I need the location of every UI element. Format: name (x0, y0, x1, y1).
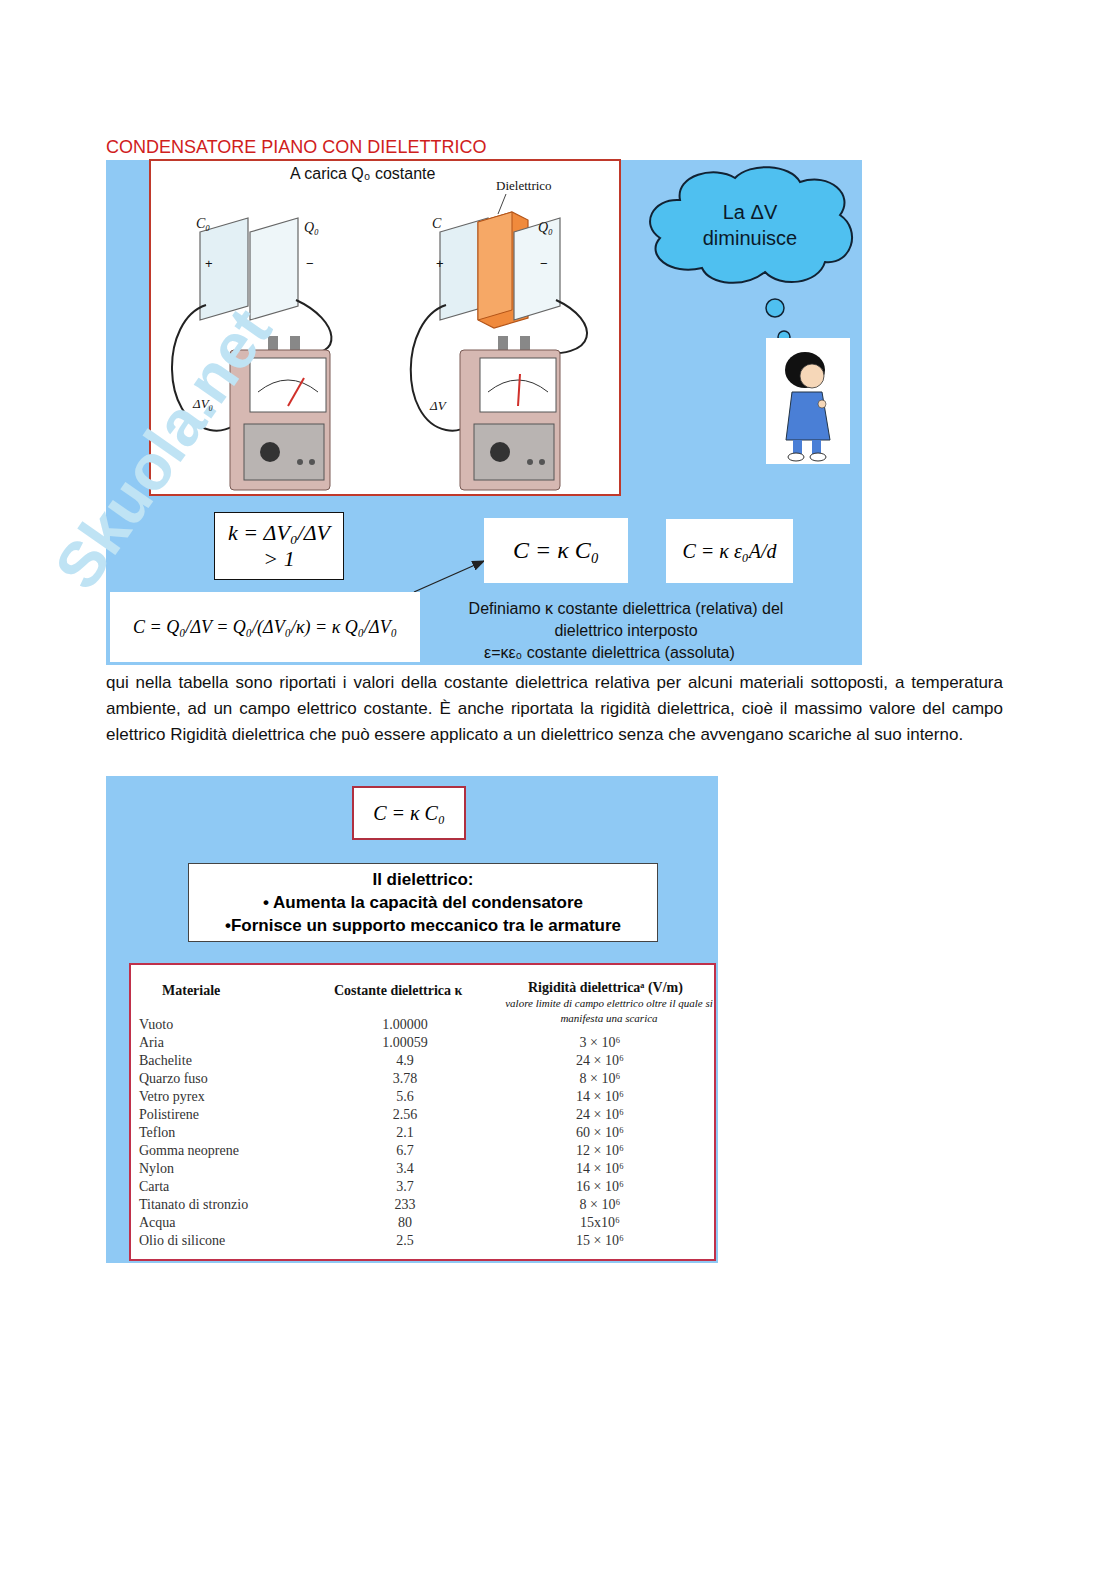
formula-text: C = κ C₀ (513, 537, 599, 564)
formula-box: k = ΔV₀/ΔV > 1 (214, 512, 344, 580)
bullet-text: •Fornisce un supporto meccanico tra le a… (225, 914, 621, 937)
text-label: Polistirene (139, 1107, 199, 1123)
text-box: Il dielettrico:• Aumenta la capacità del… (188, 863, 658, 942)
text-label: + (436, 256, 444, 271)
page-title: CONDENSATORE PIANO CON DIELETTRICO (106, 137, 486, 158)
text-label: − (306, 256, 314, 271)
text-label: 3 × 10⁶ (560, 1035, 640, 1051)
cloud-shape (640, 160, 860, 290)
box-heading: Il dielettrico: (372, 868, 473, 891)
text-label: + (205, 256, 213, 271)
text-label: Costante dielettrica κ (334, 983, 462, 999)
text-label: 2.1 (380, 1125, 430, 1141)
text-label: Nylon (139, 1161, 174, 1177)
text-label: Vuoto (139, 1017, 173, 1033)
text-label: 1.00000 (380, 1017, 430, 1033)
text-label: 8 × 10⁶ (560, 1071, 640, 1087)
text-label: 80 (380, 1215, 430, 1231)
text-label: − (540, 256, 548, 271)
formula-text: C = Q₀/ΔV = Q₀/(ΔV₀/κ) = κ Q₀/ΔV₀ (133, 617, 397, 638)
text-label: C₀ (196, 216, 210, 232)
paragraph: qui nella tabella sono riportati i valor… (106, 670, 1003, 748)
formula-text: k = ΔV₀/ΔV > 1 (221, 520, 337, 572)
bullet-text: • Aumenta la capacità del condensatore (263, 891, 583, 914)
text-label: 4.9 (380, 1053, 430, 1069)
text-label: C (432, 216, 441, 232)
text-label: ΔV₀ (193, 396, 213, 412)
text-label: Teflon (139, 1125, 175, 1141)
arrow-connector (414, 561, 484, 592)
text-label: Dielettrico (496, 178, 552, 194)
formula-text: C = κ C₀ (373, 802, 445, 825)
text-label: valore limite di campo elettrico oltre i… (505, 996, 713, 1026)
text-label: Quarzo fuso (139, 1071, 208, 1087)
text-label: 1.00059 (380, 1035, 430, 1051)
text-label: 5.6 (380, 1089, 430, 1105)
text-label: Carta (139, 1179, 169, 1195)
text-label: Gomma neoprene (139, 1143, 239, 1159)
text-label: 233 (380, 1197, 430, 1213)
text-label: Q₀ (538, 220, 553, 236)
formula-box: C = κ C₀ (352, 786, 466, 840)
formula-box: C = κ ε₀A/d (666, 519, 793, 583)
text-label: 2.5 (380, 1233, 430, 1249)
thought-cloud: La ΔV diminuisce (640, 160, 860, 290)
text-label: Rigidità dielettricaᵃ (V/m) (528, 980, 683, 996)
text-label: A carica Q₀ costante (290, 165, 435, 183)
text-label: Acqua (139, 1215, 176, 1231)
text-label: Olio di silicone (139, 1233, 225, 1249)
text-label: 24 × 10⁶ (560, 1107, 640, 1123)
text-label: 2.56 (380, 1107, 430, 1123)
text-label: 3.7 (380, 1179, 430, 1195)
text-label: 14 × 10⁶ (560, 1161, 640, 1177)
text-label: ΔV (430, 398, 446, 414)
text-label: Titanato di stronzio (139, 1197, 248, 1213)
text-label: 3.78 (380, 1071, 430, 1087)
cloud-text: La ΔV diminuisce (680, 199, 820, 251)
text-label: 15x10⁶ (560, 1215, 640, 1231)
text-label: 60 × 10⁶ (560, 1125, 640, 1141)
text-label: ε=κε₀ costante dielettrica (assoluta) (484, 644, 735, 662)
formula-text: C = κ ε₀A/d (682, 540, 776, 563)
text-label: 14 × 10⁶ (560, 1089, 640, 1105)
text-label: Aria (139, 1035, 164, 1051)
text-label: Materiale (162, 983, 220, 999)
text-label: 15 × 10⁶ (560, 1233, 640, 1249)
formula-box: C = κ C₀ (484, 518, 628, 583)
text-label: 3.4 (380, 1161, 430, 1177)
text-label: Bachelite (139, 1053, 192, 1069)
text-label: 8 × 10⁶ (560, 1197, 640, 1213)
text-label: Definiamo κ costante dielettrica (relati… (440, 598, 812, 642)
text-label: 24 × 10⁶ (560, 1053, 640, 1069)
text-label: 16 × 10⁶ (560, 1179, 640, 1195)
text-label: Q₀ (304, 220, 319, 236)
formula-box: C = Q₀/ΔV = Q₀/(ΔV₀/κ) = κ Q₀/ΔV₀ (110, 592, 420, 662)
text-label: Vetro pyrex (139, 1089, 205, 1105)
text-label: 12 × 10⁶ (560, 1143, 640, 1159)
text-label: 6.7 (380, 1143, 430, 1159)
